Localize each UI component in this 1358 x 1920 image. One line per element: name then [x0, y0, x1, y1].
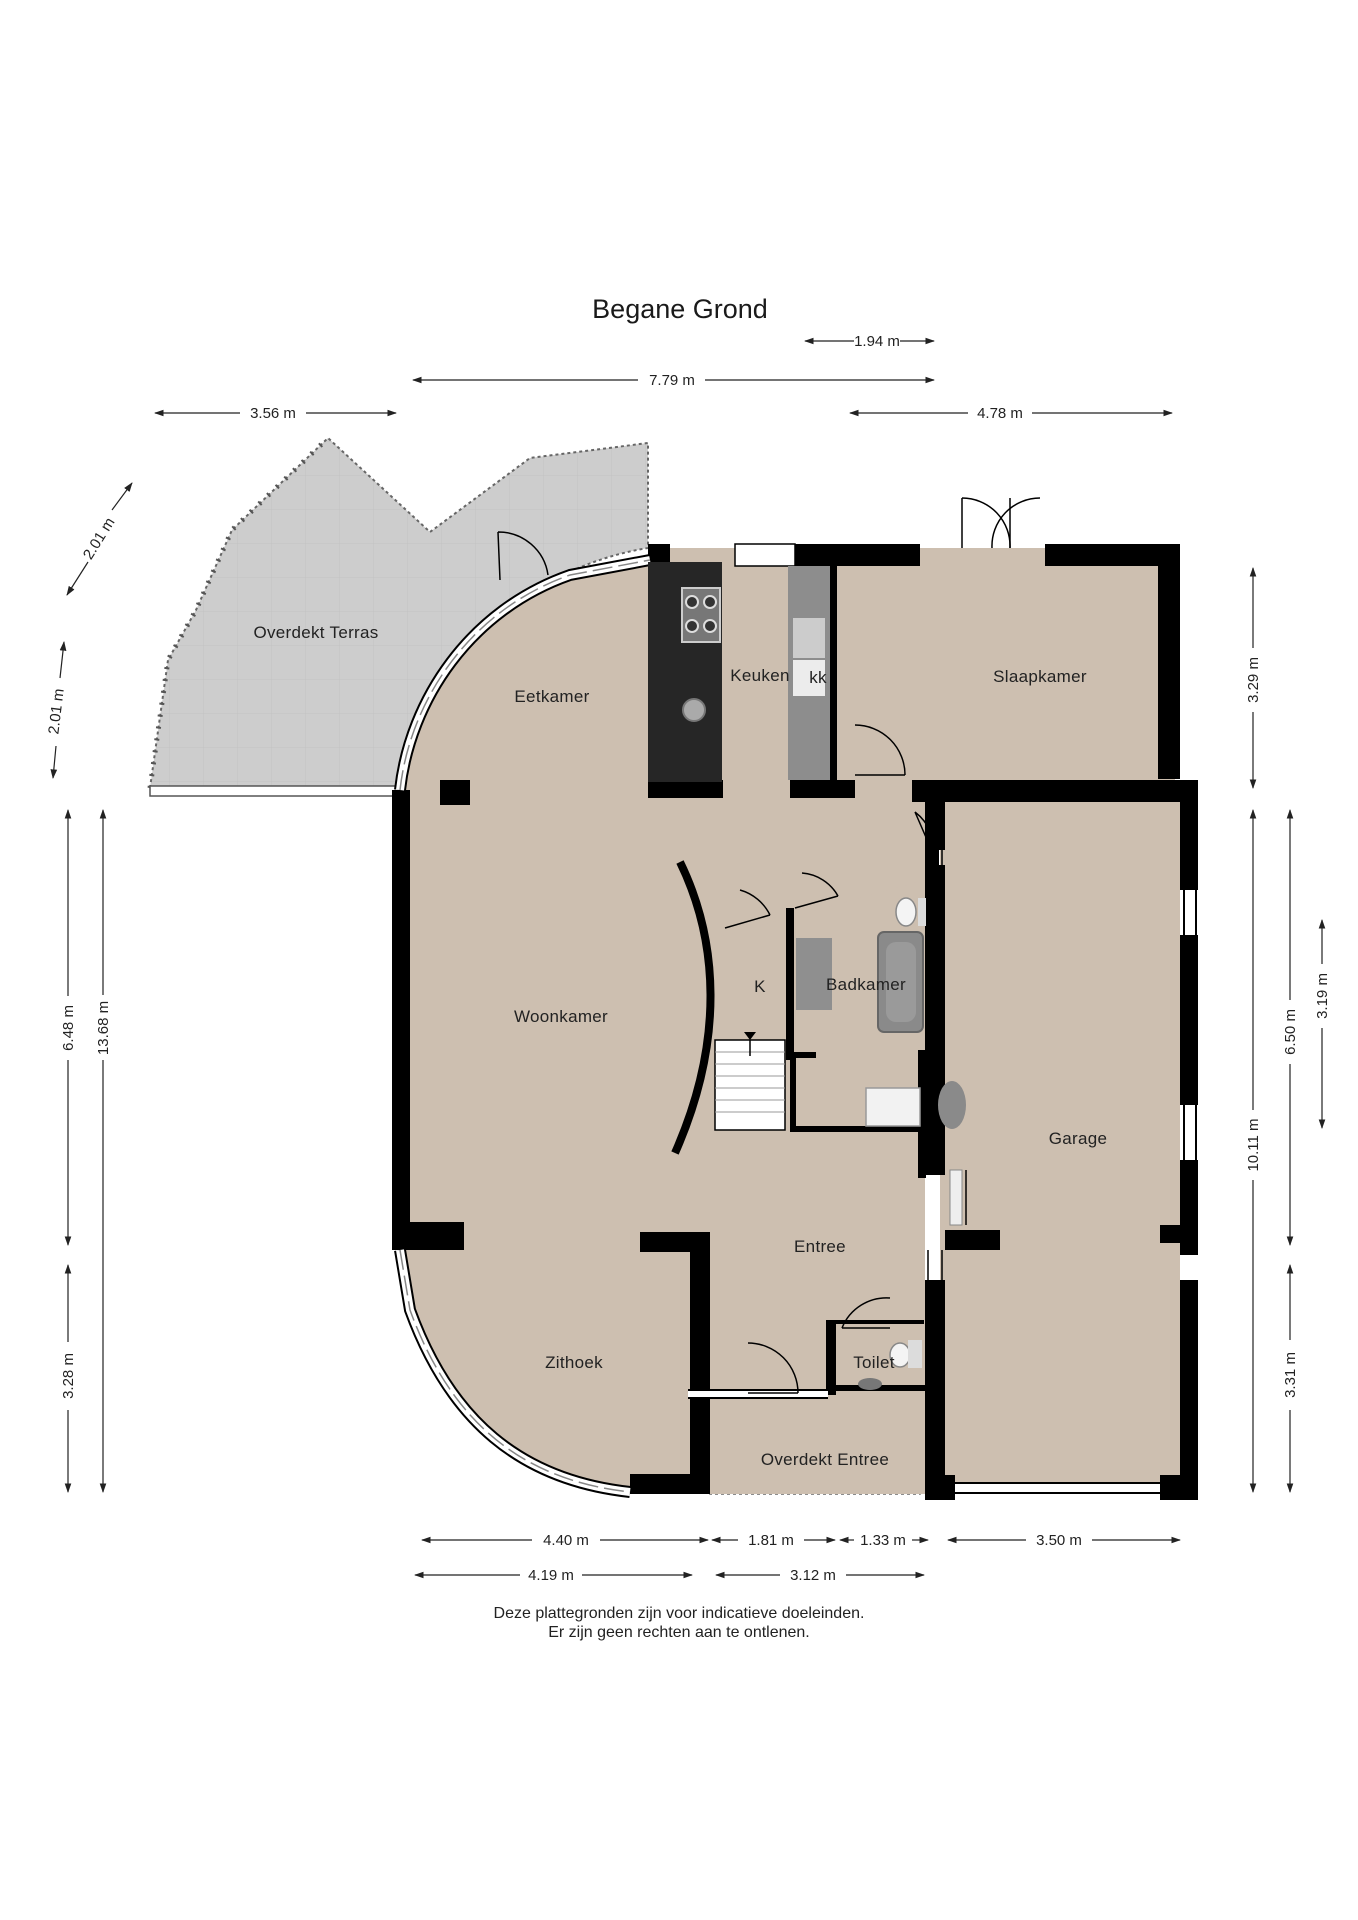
dim-bottom-3-50: 3.50 m — [1036, 1532, 1082, 1549]
dim-bottom-3-12: 3.12 m — [790, 1567, 836, 1584]
doors — [497, 497, 1041, 1394]
bathroom-fixtures — [796, 897, 966, 1390]
dim-left-3-28: 3.28 m — [60, 1353, 77, 1399]
window-glazing — [394, 554, 1197, 1498]
walls — [392, 543, 1198, 1500]
dim-bottom-4-19: 4.19 m — [528, 1567, 574, 1584]
room-label-eetkamer: Eetkamer — [514, 687, 589, 706]
room-label-k: K — [754, 977, 766, 996]
dimension-lines — [50, 337, 1326, 1579]
dim-top-3-56: 3.56 m — [250, 405, 296, 422]
disclaimer-line-1: Deze plattegronden zijn voor indicatieve… — [493, 1605, 865, 1622]
staircase — [714, 1032, 786, 1131]
dim-bottom-1-33: 1.33 m — [860, 1532, 906, 1549]
kitchen-counters — [648, 562, 830, 782]
room-label-kk: kk — [809, 668, 827, 687]
stair-curve — [671, 860, 715, 1155]
dim-right-10-11: 10.11 m — [1245, 1118, 1262, 1171]
room-labels: Overdekt Terras Eetkamer Keuken kk Slaap… — [253, 623, 1107, 1469]
dim-left-diag-2-01: 2.01 m — [80, 515, 119, 563]
room-label-garage: Garage — [1049, 1129, 1108, 1148]
room-label-badkamer: Badkamer — [826, 975, 906, 994]
room-label-zithoek: Zithoek — [545, 1353, 603, 1372]
dim-top-4-78: 4.78 m — [977, 405, 1023, 422]
room-label-keuken: Keuken — [730, 666, 789, 685]
dim-right-3-19: 3.19 m — [1314, 973, 1331, 1019]
dim-left-6-48: 6.48 m — [60, 1005, 77, 1051]
room-label-overdekt-entree: Overdekt Entree — [761, 1450, 889, 1469]
dim-right-6-50: 6.50 m — [1282, 1009, 1299, 1055]
dim-left-2-01: 2.01 m — [45, 688, 67, 736]
dim-left-13-68: 13.68 m — [95, 1001, 112, 1055]
dim-bottom-4-40: 4.40 m — [543, 1532, 589, 1549]
room-label-toilet: Toilet — [853, 1353, 895, 1372]
plan-title: Begane Grond — [592, 294, 768, 324]
dim-right-3-31: 3.31 m — [1282, 1352, 1299, 1398]
disclaimer: Deze plattegronden zijn voor indicatieve… — [0, 1604, 1358, 1642]
room-label-entree: Entree — [794, 1237, 846, 1256]
room-label-slaapkamer: Slaapkamer — [993, 667, 1087, 686]
room-label-woonkamer: Woonkamer — [514, 1007, 608, 1026]
dim-top-1-94: 1.94 m — [854, 333, 900, 350]
dim-bottom-1-81: 1.81 m — [748, 1532, 794, 1549]
dim-top-7-79: 7.79 m — [649, 372, 695, 389]
dim-right-3-29: 3.29 m — [1245, 657, 1262, 703]
room-label-overdekt-terras: Overdekt Terras — [253, 623, 378, 642]
disclaimer-line-2: Er zijn geen rechten aan te ontlenen. — [548, 1624, 810, 1641]
